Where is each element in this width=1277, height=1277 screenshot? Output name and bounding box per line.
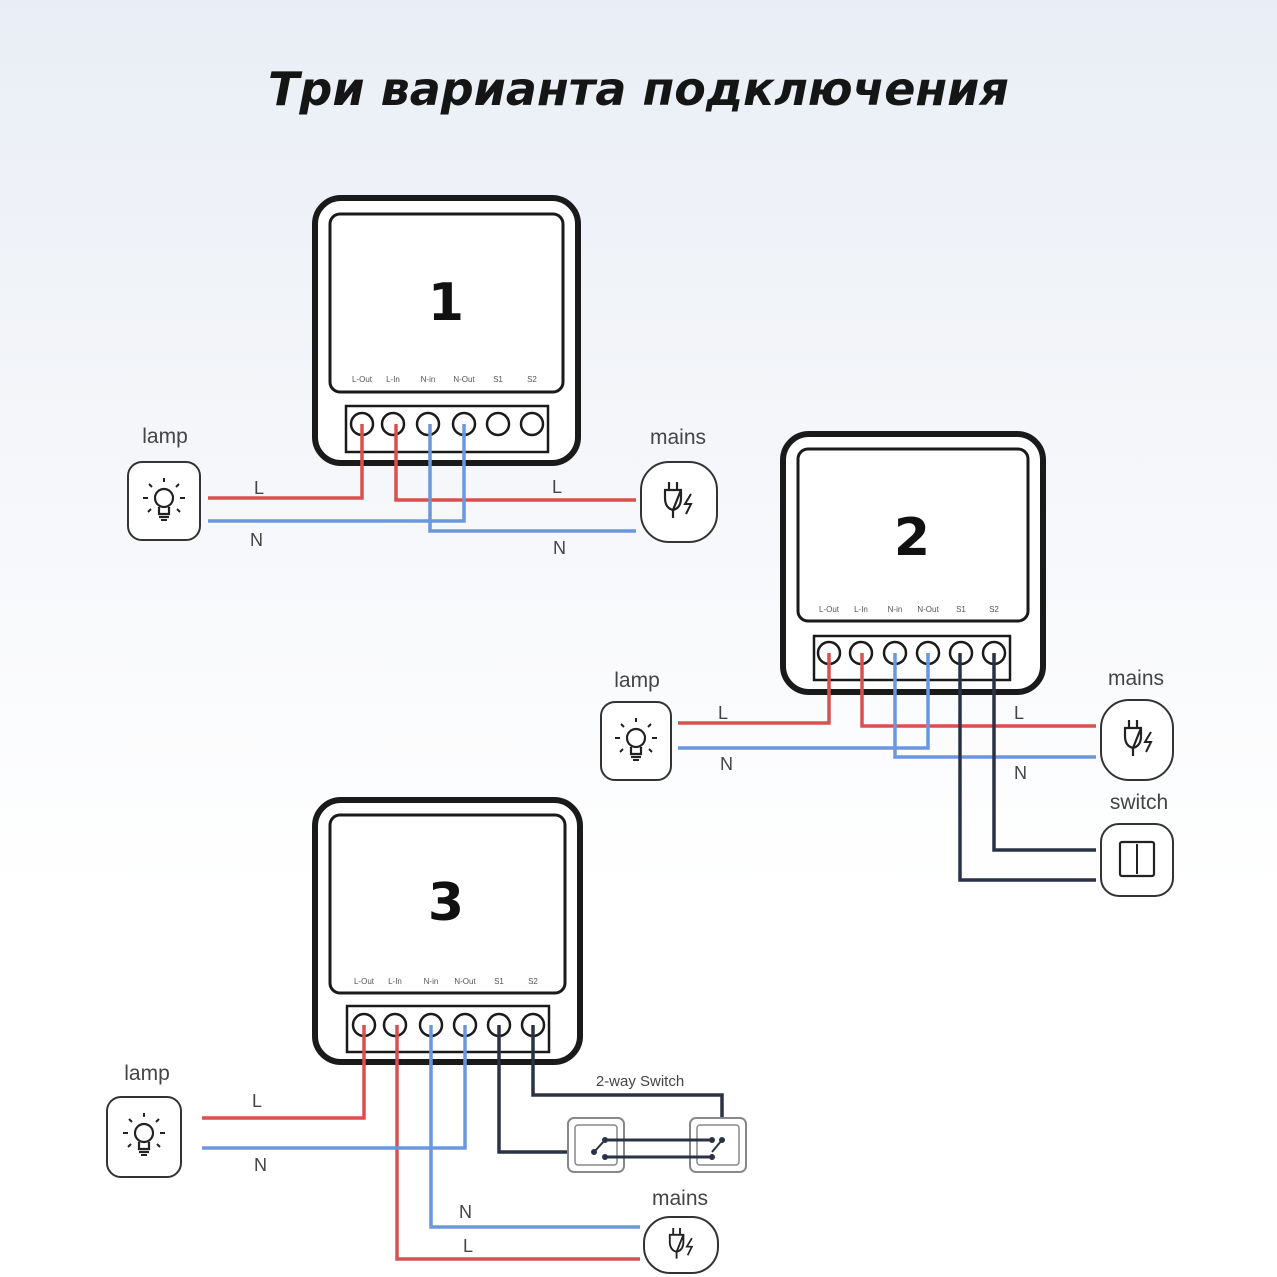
mains-label-1: mains <box>650 426 706 449</box>
wire-l-in-3 <box>395 1025 640 1261</box>
mains-box-1 <box>640 461 718 543</box>
wire-label-l-3b: L <box>463 1236 473 1256</box>
terminal-s2 <box>519 411 545 437</box>
wire-l-in-2 <box>860 653 1096 728</box>
terminal-label-s2: S2 <box>989 605 999 614</box>
wire-label-n-3b: N <box>459 1202 472 1222</box>
wire-label-n-1b: N <box>553 538 566 558</box>
diagram-1: 1 L-Out L-In N-in N-Out S1 S2 L N L N lamp ma… <box>127 195 718 558</box>
wire-s1-3 <box>497 1025 594 1154</box>
page-title: Три варианта подключения <box>268 62 1009 116</box>
mains-label-3: mains <box>652 1187 708 1210</box>
wire-label-l-2a: L <box>718 703 728 723</box>
terminal-label-l-out: L-Out <box>819 605 840 614</box>
wire-s2-2 <box>992 653 1096 852</box>
device-number-3: 3 <box>428 873 464 933</box>
terminal-labels-2: L-Out L-In N-in N-Out S1 S2 <box>819 605 999 614</box>
terminal-n-in <box>415 411 441 437</box>
terminal-label-s1: S1 <box>493 375 503 384</box>
terminal-label-l-out: L-Out <box>352 375 373 384</box>
two-way-switch-label: 2-way Switch <box>596 1073 684 1090</box>
device-number-1: 1 <box>428 273 464 333</box>
wire-label-l-1b: L <box>552 477 562 497</box>
wire-n-out-1 <box>208 424 466 523</box>
terminal-label-s2: S2 <box>527 375 537 384</box>
terminal-label-n-out: N-Out <box>454 977 476 986</box>
relay-device-2: 2 L-Out L-In N-in N-Out S1 S2 <box>780 431 1046 695</box>
relay-device-3: 3 L-Out L-In N-in N-Out S1 S2 <box>312 797 583 1065</box>
lamp-box-1 <box>127 461 201 541</box>
wire-l-out-1 <box>208 424 364 500</box>
terminal-labels-3: L-Out L-In N-in N-Out S1 S2 <box>354 977 538 986</box>
lamp-box-2 <box>600 701 672 781</box>
terminal-label-s2: S2 <box>528 977 538 986</box>
terminal-label-l-out: L-Out <box>354 977 375 986</box>
lamp-label-1: lamp <box>142 425 188 448</box>
wire-label-n-1a: N <box>250 530 263 550</box>
terminal-label-n-out: N-Out <box>917 605 939 614</box>
terminal-label-n-out: N-Out <box>453 375 475 384</box>
wire-label-l-1a: L <box>254 478 264 498</box>
terminal-label-s1: S1 <box>494 977 504 986</box>
terminal-label-l-in: L-In <box>854 605 868 614</box>
terminal-label-s1: S1 <box>956 605 966 614</box>
terminal-l-in <box>382 1012 408 1038</box>
lamp-label-3: lamp <box>124 1062 170 1085</box>
terminal-label-l-in: L-In <box>388 977 402 986</box>
terminal-s1 <box>485 411 511 437</box>
terminal-labels-1: L-Out L-In N-in N-Out S1 S2 <box>352 375 537 384</box>
diagram-2: 2 L-Out L-In N-in N-Out S1 S2 L N L N lamp ma… <box>600 431 1174 897</box>
two-way-switch-a <box>567 1117 625 1173</box>
wire-label-n-3a: N <box>254 1155 267 1175</box>
wire-label-n-2a: N <box>720 754 733 774</box>
relay-device-1: 1 L-Out L-In N-in N-Out S1 S2 <box>312 195 581 466</box>
terminal-label-n-in: N-in <box>424 977 439 986</box>
terminal-label-n-in: N-in <box>888 605 903 614</box>
wire-l-in-1 <box>394 424 636 502</box>
wire-n-in-3 <box>429 1025 640 1229</box>
lamp-label-2: lamp <box>614 669 660 692</box>
wall-switch-icon <box>1118 840 1156 878</box>
wire-label-l-3a: L <box>252 1091 262 1111</box>
wire-n-in-1 <box>428 424 636 533</box>
lamp-box-3 <box>106 1096 182 1178</box>
diagram-3: 3 L-Out L-In N-in N-Out S1 S2 L N N L 2-way S… <box>106 797 747 1274</box>
wire-l-out-3 <box>202 1025 366 1120</box>
terminal-label-n-in: N-in <box>421 375 436 384</box>
device-number-2: 2 <box>894 508 930 568</box>
mains-label-2: mains <box>1108 667 1164 690</box>
wire-n-out-3 <box>202 1025 467 1150</box>
wire-s1-2 <box>958 653 1096 882</box>
wire-label-l-2b: L <box>1014 703 1024 723</box>
mains-box-3 <box>643 1216 719 1274</box>
switch-label-2: switch <box>1110 791 1168 814</box>
wire-n-out-2 <box>678 653 930 750</box>
wire-l-out-2 <box>678 653 831 725</box>
wire-label-n-2b: N <box>1014 763 1027 783</box>
terminal-l-in <box>380 411 406 437</box>
two-way-switch-b <box>689 1117 747 1173</box>
terminal-label-l-in: L-In <box>386 375 400 384</box>
wire-n-in-2 <box>893 653 1096 759</box>
